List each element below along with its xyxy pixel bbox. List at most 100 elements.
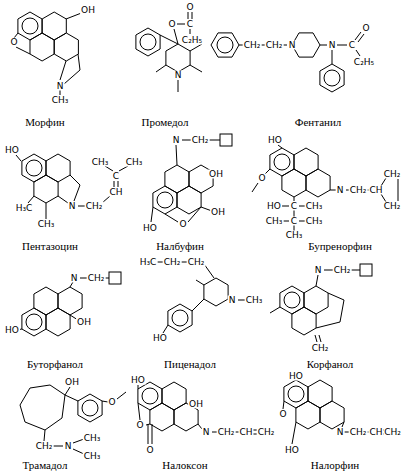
- atom-label: CH₃: [305, 202, 324, 211]
- compound-name: Фентанил: [294, 117, 343, 128]
- atom-label: CH₂: [383, 202, 402, 211]
- compound-name: Бупренорфин: [307, 241, 373, 252]
- compound-name: Морфин: [24, 117, 65, 128]
- atom-label: CH₂: [349, 186, 368, 195]
- atom-label: CH₂: [265, 41, 284, 50]
- atom-label: O: [135, 421, 144, 430]
- atom-label: N: [174, 71, 183, 80]
- fentanyl-structure: [211, 32, 364, 92]
- nalorphine-structure: [283, 380, 386, 444]
- atom-label: N: [336, 186, 345, 195]
- atom-label: CH: [368, 186, 383, 195]
- atom-label: O: [167, 20, 176, 29]
- atom-label: CH₃: [305, 217, 324, 226]
- atom-label: CH₃: [51, 96, 70, 105]
- morphine-structure: [14, 12, 84, 95]
- atom-label: HO: [266, 202, 282, 211]
- atom-label: CH₂: [163, 258, 182, 267]
- atom-label: N: [228, 296, 237, 305]
- atom-label: N: [70, 274, 79, 283]
- atom-label: C: [348, 41, 356, 50]
- compound-name: Налорфин: [310, 459, 360, 470]
- atom-label: CH₃: [91, 158, 110, 167]
- atom-label: C: [290, 217, 298, 226]
- atom-label: O: [107, 398, 116, 407]
- atom-label: N: [64, 442, 73, 451]
- atom-label: O: [278, 410, 287, 419]
- atom-label: C₂H₅: [181, 36, 203, 45]
- atom-label: CH₃: [83, 434, 102, 443]
- atom-label: O: [185, 3, 194, 12]
- buprenorphine-structure: [252, 145, 398, 231]
- atom-label: CH₂: [217, 428, 236, 437]
- compound-name: Пиценадол: [163, 359, 217, 370]
- atom-label: CH: [368, 428, 383, 437]
- atom-label: HO: [4, 146, 20, 155]
- atom-label: C₂H₅: [353, 58, 375, 67]
- atom-label: CH₂: [311, 344, 330, 353]
- compound-name: Буторфанол: [26, 359, 84, 370]
- atom-label: N: [172, 136, 181, 145]
- atom-label: OH: [208, 170, 224, 179]
- atom-label: O: [145, 446, 154, 455]
- atom-label: HO: [267, 136, 283, 145]
- atom-label: N: [336, 428, 345, 437]
- compound-name: Корфанол: [306, 359, 355, 370]
- compound-name: Пентазоцин: [21, 241, 79, 252]
- atom-label: O: [178, 220, 187, 229]
- promedol-structure: [136, 12, 202, 92]
- atom-label: N: [68, 202, 77, 211]
- atom-label: HO: [130, 376, 146, 385]
- atom-label: CH₂: [349, 428, 368, 437]
- atom-label: CH₂: [87, 274, 106, 283]
- atom-label: OH: [64, 378, 80, 387]
- atom-label: CH₃: [125, 158, 144, 167]
- atom-label: CH₃: [285, 231, 304, 240]
- atom-label: CH: [238, 428, 253, 437]
- atom-label: CH₂: [383, 170, 402, 179]
- atom-label: HO: [284, 446, 300, 455]
- atom-label: N: [328, 41, 337, 50]
- atom-label: H₃C: [139, 258, 158, 267]
- atom-label: O: [257, 174, 266, 183]
- atom-label: CH₃: [245, 296, 264, 305]
- nalbuphine-structure: [151, 134, 232, 222]
- atom-label: CH₃: [83, 452, 102, 461]
- atom-label: CH₂: [85, 202, 104, 211]
- atom-label: N: [314, 266, 323, 275]
- atom-label: N: [288, 41, 297, 50]
- atom-label: OH: [76, 318, 92, 327]
- atom-label: C: [290, 202, 298, 211]
- atom-label: OH: [210, 208, 226, 217]
- atom-label: O: [361, 24, 370, 33]
- atom-label: CH₃: [37, 220, 56, 229]
- atom-label: OH: [188, 400, 204, 409]
- atom-label: CH₂: [383, 428, 402, 437]
- atom-label: CH₃: [265, 217, 284, 226]
- atom-label: CH₂: [187, 258, 206, 267]
- atom-label: CH: [108, 188, 123, 197]
- butorphanol-structure: [17, 272, 121, 336]
- tramadol-structure: [20, 385, 126, 454]
- atom-label: CH₂: [191, 136, 210, 145]
- compound-name: Налбуфин: [155, 241, 205, 252]
- atom-label: N: [56, 82, 65, 91]
- atom-label: C: [112, 172, 120, 181]
- atom-label: CH₂: [243, 41, 262, 50]
- atom-label: OH: [80, 6, 96, 15]
- picenadol-structure: [155, 262, 246, 333]
- atom-label: HO: [142, 224, 158, 233]
- compound-name: Трамадол: [22, 459, 69, 470]
- atom-label: CH₂: [257, 428, 276, 437]
- atom-label: H₃C: [15, 204, 34, 213]
- atom-label: HO: [4, 326, 20, 335]
- atom-label: C: [186, 20, 194, 29]
- atom-label: CH₂: [35, 442, 54, 451]
- atom-label: O: [9, 38, 18, 47]
- compound-name: Налоксон: [161, 459, 208, 470]
- atom-label: HO: [152, 334, 168, 343]
- compound-name: Промедол: [141, 117, 190, 128]
- naloxone-structure: [138, 382, 258, 444]
- corfanol-structure: [270, 264, 372, 342]
